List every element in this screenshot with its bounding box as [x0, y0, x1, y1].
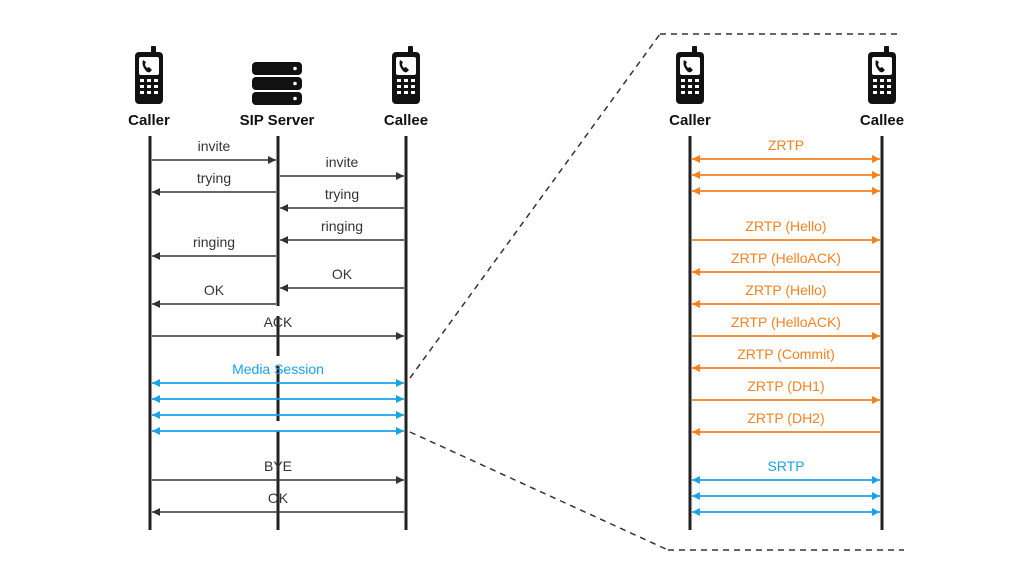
message-label: ZRTP	[768, 137, 804, 153]
message-label: invite	[198, 138, 231, 154]
message-label: ZRTP (HelloACK)	[731, 314, 841, 330]
phone-icon	[868, 46, 896, 104]
message-label: ZRTP (Commit)	[737, 346, 834, 362]
message-label: invite	[326, 154, 359, 170]
phone-icon	[135, 46, 163, 104]
message-label: ZRTP (Hello)	[745, 282, 826, 298]
message-label: trying	[197, 170, 231, 186]
actor-label-callee: Callee	[384, 112, 428, 129]
actor-label-sip-server: SIP Server	[240, 112, 315, 129]
message-label: ZRTP (DH2)	[747, 410, 824, 426]
message-label: ringing	[321, 218, 363, 234]
message-label: ACK	[264, 314, 293, 330]
actor-label-callee: Callee	[860, 112, 904, 129]
message-label: ZRTP (Hello)	[745, 218, 826, 234]
message-label: ZRTP (HelloACK)	[731, 250, 841, 266]
phone-icon	[392, 46, 420, 104]
right-messages: ZRTP ZRTP (Hello) ZRTP (HelloACK) ZRTP (Hel…	[692, 137, 880, 516]
message-label: trying	[325, 186, 359, 202]
message-label: BYE	[264, 458, 292, 474]
message-label: SRTP	[767, 458, 804, 474]
message-label: Media Session	[232, 361, 324, 377]
message-label: OK	[204, 282, 225, 298]
actor-label-caller: Caller	[669, 112, 711, 129]
zoom-connector-bottom	[409, 431, 669, 551]
actor-label-caller: Caller	[128, 112, 170, 129]
message-label: OK	[332, 266, 353, 282]
server-icon	[252, 62, 302, 105]
left-messages: invite invite trying trying ringing ringingOK…	[152, 138, 404, 516]
phone-icon	[676, 46, 704, 104]
message-label: ZRTP (DH1)	[747, 378, 824, 394]
zoom-connector-top	[409, 33, 661, 379]
message-label: OK	[268, 490, 289, 506]
message-label: ringing	[193, 234, 235, 250]
